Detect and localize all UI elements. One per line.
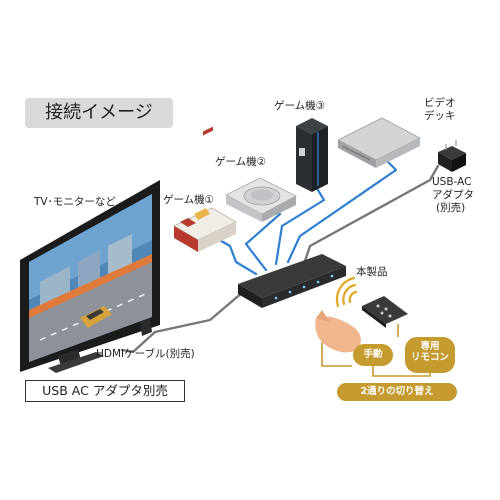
video-deck-cable — [286, 154, 398, 264]
usb-ac-adapter — [438, 140, 466, 172]
video-deck-label-line2: デッキ — [424, 110, 456, 122]
remote-badge-line1: 専用 — [420, 341, 440, 352]
usb-cable — [302, 164, 440, 266]
game2-label: ゲーム機② — [215, 156, 267, 168]
video-deck-label-line1: ビデオ — [424, 97, 456, 109]
remote-badge: 専用 リモコン — [405, 337, 455, 373]
product-label: 本製品 — [356, 266, 388, 278]
hand-icon — [315, 310, 361, 353]
game3-console — [296, 118, 328, 192]
tv-monitor — [20, 180, 160, 373]
usb-adapter-label-line2: アダプタ — [432, 189, 474, 201]
usb-adapter-label-line3: (別売) — [436, 202, 466, 214]
remote-control — [362, 296, 408, 328]
game1-console — [173, 126, 237, 252]
game2-console — [225, 177, 297, 222]
remote-badge-line2: リモコン — [410, 352, 449, 364]
page-title: 接続イメージ — [25, 98, 173, 128]
video-deck — [337, 117, 421, 168]
hdmi-cable-label: HDMIケーブル(別売) — [96, 348, 195, 360]
signal-waves-icon — [335, 276, 358, 308]
hdmi-output-cable — [120, 290, 245, 354]
game3-label: ゲーム機③ — [274, 100, 326, 112]
switch-mode-badge: 2通りの切り替え — [337, 383, 457, 401]
manual-badge: 手動 — [353, 344, 393, 366]
tv-label: TV･モニターなど — [34, 196, 116, 208]
game3-cable — [274, 188, 326, 266]
game1-label: ゲーム機① — [163, 194, 215, 206]
usb-adapter-label-line1: USB-AC — [432, 176, 472, 188]
usb-adapter-note: USB AC アダプタ別売 — [25, 380, 185, 402]
game1-cable — [214, 236, 258, 276]
cables — [120, 154, 440, 354]
hdmi-switch — [238, 254, 346, 308]
